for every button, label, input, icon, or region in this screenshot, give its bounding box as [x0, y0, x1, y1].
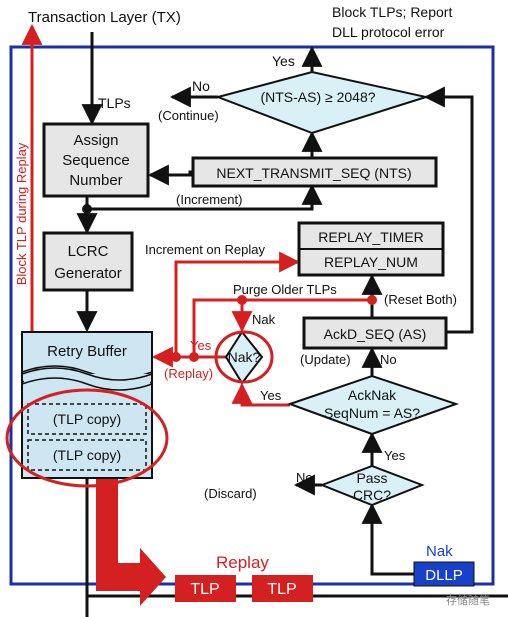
no-top-label: No	[192, 78, 210, 94]
increment-label: (Increment)	[176, 192, 242, 207]
nts-as-label: (NTS-AS) ≥ 2048?	[260, 89, 375, 105]
update-label: (Update)	[300, 352, 351, 367]
black-junction	[82, 204, 92, 214]
replay-output-arrow	[96, 478, 166, 606]
no-crc-label: No	[296, 470, 313, 485]
nak-decision-label: Nak?	[228, 349, 261, 365]
red-junction-1	[171, 352, 181, 362]
nts-box: NEXT_TRANSMIT_SEQ (NTS)	[191, 156, 438, 188]
tlp-copy-highlight	[5, 388, 169, 488]
tlp-output-1: TLP	[175, 575, 236, 602]
dllp-label: DLLP	[425, 567, 463, 584]
nts-label: NEXT_TRANSMIT_SEQ (NTS)	[216, 165, 411, 181]
assign-label-3: Number	[69, 172, 122, 189]
ackd-seq-label: AckD_SEQ (AS)	[324, 326, 427, 342]
nak-dllp-label: Nak	[426, 543, 453, 560]
replay-out-label: Replay	[216, 553, 269, 572]
pass-crc-label-1: Pass	[356, 470, 387, 486]
pass-crc-label-2: CRC?	[353, 487, 391, 503]
pass-crc-decision: Pass CRC?	[319, 464, 425, 507]
block-report-label-1: Block TLPs; Report	[332, 4, 452, 20]
no-ack-label: No	[380, 352, 397, 367]
dllp-box: DLLP	[413, 561, 475, 587]
tlp-copy-slot-2	[27, 439, 147, 471]
yes-acknak-label: Yes	[260, 388, 282, 403]
tlp-copy-label-2: (TLP copy)	[53, 447, 121, 463]
discard-label: (Discard)	[204, 486, 257, 501]
watermark: 存储随笔	[446, 593, 490, 607]
nak-side-label: Nak	[252, 312, 276, 327]
red-connectors	[21, 23, 372, 407]
block-report-label-2: DLL protocol error	[332, 24, 445, 40]
acknak-decision: AckNak SeqNum = AS?	[287, 374, 460, 436]
tlp-output-2-label: TLP	[267, 581, 296, 598]
nts-as-decision: (NTS-AS) ≥ 2048?	[214, 70, 430, 135]
tlps-label: TLPs	[98, 95, 131, 111]
red-junction-4	[367, 295, 377, 305]
assign-label-1: Assign	[73, 132, 118, 149]
tlp-copy-label-1: (TLP copy)	[53, 411, 121, 427]
acknak-label-2: SeqNum = AS?	[324, 405, 420, 421]
tlp-output-1-label: TLP	[190, 581, 219, 598]
red-junction-2	[189, 352, 199, 362]
nak-decision: Nak?	[224, 330, 264, 385]
yes-replay-label: Yes	[190, 338, 212, 353]
purge-older-label: Purge Older TLPs	[233, 282, 337, 297]
replay-num-label: REPLAY_NUM	[324, 254, 418, 270]
replay-timer-num-box: REPLAY_TIMER REPLAY_NUM	[297, 221, 445, 277]
lcrc-generator-box: LCRC Generator	[42, 231, 134, 292]
assign-label-2: Sequence	[62, 152, 130, 169]
assign-sequence-box: Assign Sequence Number	[42, 122, 150, 198]
nak-highlight	[214, 330, 274, 384]
lcrc-label-2: Generator	[54, 265, 122, 282]
reset-both-label: (Reset Both)	[384, 292, 457, 307]
black-connectors	[76, 32, 508, 617]
acknak-label-1: AckNak	[348, 387, 397, 403]
continue-label: (Continue)	[158, 108, 219, 123]
transaction-layer-label: Transaction Layer (TX)	[28, 9, 181, 26]
yes-crc-label: Yes	[384, 448, 406, 463]
tlp-copy-slot-1	[27, 403, 147, 435]
replay-paren-label: (Replay)	[164, 366, 213, 381]
ackd-seq-box: AckD_SEQ (AS)	[302, 316, 448, 350]
retry-buffer-label: Retry Buffer	[47, 343, 127, 360]
increment-on-replay-label: Increment on Replay	[145, 242, 265, 257]
replay-timer-label: REPLAY_TIMER	[318, 229, 424, 245]
block-tlp-replay-label: Block TLP during Replay	[14, 142, 29, 285]
tlp-output-2: TLP	[252, 575, 313, 602]
lcrc-label-1: LCRC	[68, 243, 109, 260]
red-junction-3	[237, 295, 247, 305]
retry-buffer: Retry Buffer (TLP copy) (TLP copy)	[21, 331, 153, 479]
yes-top-label: Yes	[272, 53, 295, 69]
